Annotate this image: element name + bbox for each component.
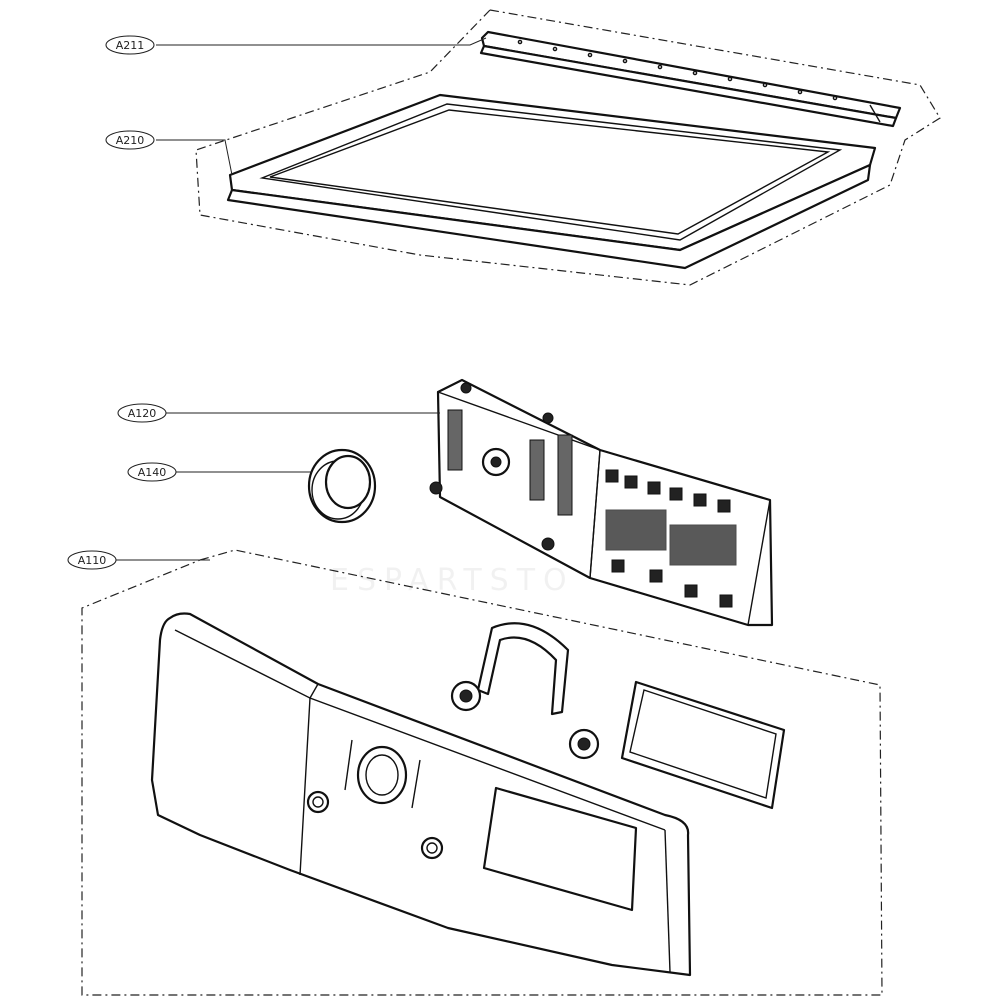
callout-a211: A211: [105, 35, 155, 55]
top-group-boundary: [195, 9, 941, 286]
part-a211-rail: [479, 30, 902, 128]
watermark-text: ESPARTSTO: [330, 563, 575, 598]
callout-a211-label: A211: [116, 39, 145, 52]
display-window: [482, 786, 638, 912]
part-button-holder: [450, 622, 600, 760]
part-a120-pcb: [429, 378, 774, 627]
control-panel-group: A110: [67, 549, 883, 996]
callout-a110-label: A110: [78, 554, 107, 567]
power-button-hole: [306, 790, 330, 814]
part-a110-control-panel: [150, 612, 692, 977]
callout-a210: A210: [105, 130, 155, 150]
pcb-group: A120 A140: [117, 378, 774, 627]
start-button-hole: [420, 836, 444, 860]
callout-a140: A140: [127, 462, 177, 482]
callout-a110: A110: [67, 550, 117, 570]
leader-a211: [156, 37, 487, 46]
callout-a140-label: A140: [138, 466, 167, 479]
top-cover-group: A211 A210: [105, 9, 941, 286]
bottom-group-boundary: [81, 549, 883, 996]
callout-a210-label: A210: [116, 134, 145, 147]
part-a210-top-frame: [226, 93, 877, 270]
callout-a120: A120: [117, 403, 167, 423]
part-display-lens: [620, 680, 786, 810]
part-a140-knob: [307, 448, 377, 524]
callout-a120-label: A120: [128, 407, 157, 420]
leader-a210: [156, 139, 233, 176]
